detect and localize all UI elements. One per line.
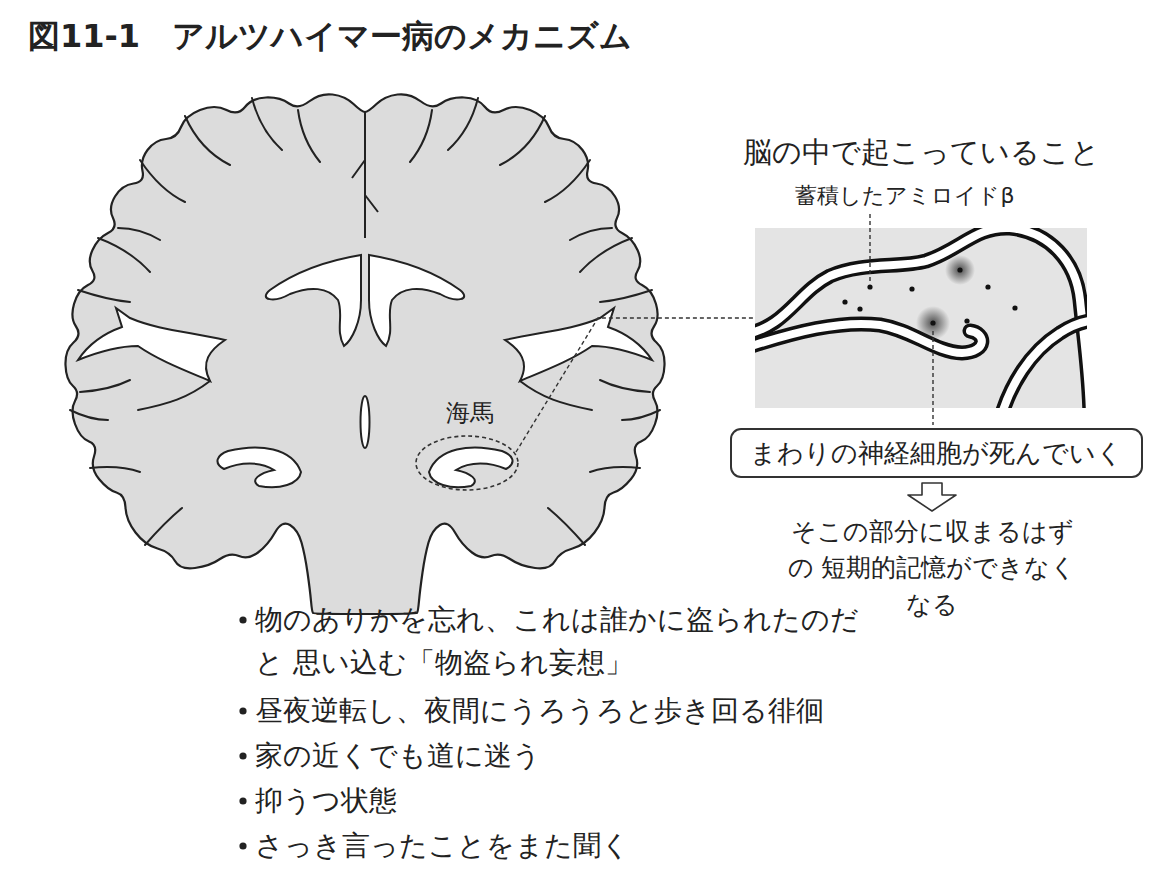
amyloid-dots	[842, 267, 1017, 325]
lateral-fissure	[505, 308, 652, 381]
figure-title: 図11-1 アルツハイマー病のメカニズム	[28, 16, 632, 56]
leader-line	[870, 214, 933, 425]
sulci	[410, 98, 660, 545]
band-lower-fill	[1000, 320, 1087, 408]
fissure	[352, 112, 378, 238]
bullet-dots	[239, 616, 246, 849]
symptom-item: 物のありかを忘れ、これは誰かに盗られたのだと 思い込む「物盗られ妄想」	[255, 598, 879, 684]
hippocampus	[429, 447, 513, 487]
symptom-item: 昼夜逆転し、夜間にうろうろと歩き回る徘徊	[255, 689, 824, 732]
symptom-item: さっき言ったことをまた聞く	[255, 824, 630, 867]
third-ventricle	[361, 396, 370, 448]
band-outer	[755, 228, 1087, 408]
plaque-halo	[945, 255, 975, 285]
leader-line	[516, 318, 755, 452]
brain-half-mirror	[70, 98, 361, 545]
brain-section	[65, 94, 664, 614]
box-text: まわりの神経細胞が死んでいく	[732, 430, 1141, 476]
symptom-item: 抑うつ状態	[255, 779, 397, 822]
text-box: まわりの神経細胞が死んでいく	[730, 428, 1143, 478]
symptom-item: 家の近くでも道に迷う	[255, 734, 541, 777]
ventricle	[369, 255, 464, 346]
inset-heading: 脳の中で起こっていること	[743, 134, 1100, 170]
inset-hippocampus	[755, 228, 1087, 408]
open-arrow	[908, 483, 956, 511]
band-outer-fill	[755, 228, 1087, 408]
band-lower	[1000, 320, 1087, 408]
callout-label: 蓄積したアミロイドβ	[795, 182, 1014, 210]
brain-half	[369, 98, 660, 545]
dashed-ellipse	[416, 436, 518, 490]
part-label: 海馬	[446, 398, 494, 428]
